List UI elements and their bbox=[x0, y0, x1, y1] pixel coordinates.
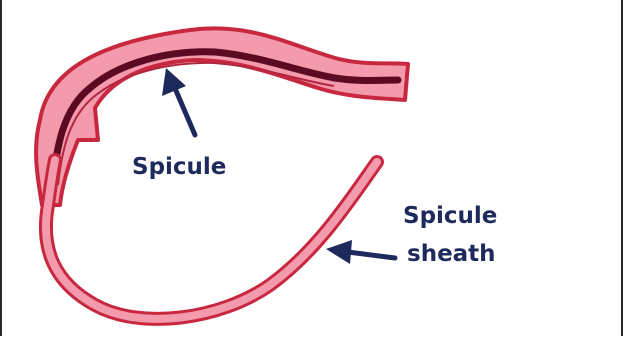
sheath-loop bbox=[46, 160, 377, 319]
spicule-sheath-label-line1: Spicule bbox=[403, 205, 497, 228]
sheath-arrow bbox=[326, 240, 395, 264]
spicule-label: Spicule bbox=[132, 156, 226, 179]
spicule-sheath bbox=[46, 160, 377, 319]
spicule-arrow bbox=[162, 68, 195, 135]
spicule-sheath-label-line2: sheath bbox=[407, 243, 496, 266]
